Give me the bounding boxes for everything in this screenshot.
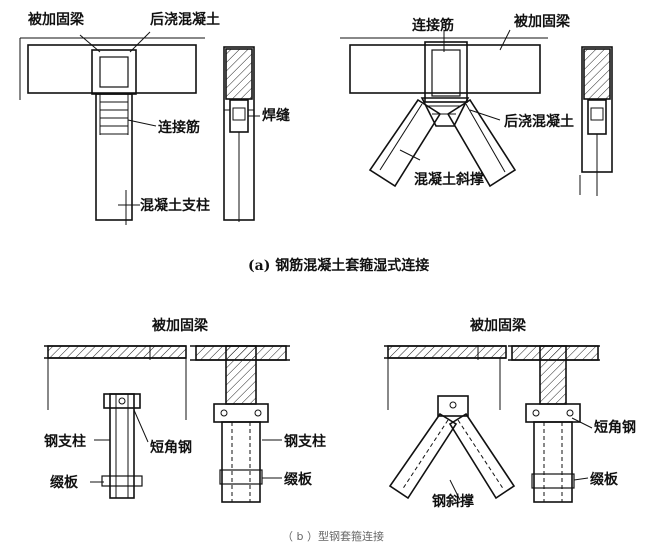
label-reinforced-beam-a1: 被加固梁 [28, 11, 85, 28]
label-short-angle-b1: 短角钢 [150, 439, 192, 456]
angle-cap-b1 [213, 403, 269, 423]
angle-cap-b2 [525, 403, 581, 423]
caption-a: (a) 钢筋混凝土套箍湿式连接 [248, 257, 429, 274]
label-batten-plate-b2: 缀板 [590, 471, 619, 488]
panel-b1 [44, 345, 290, 503]
label-weld-a1: 焊缝 [262, 107, 290, 124]
label-reinforced-beam-b1: 被加固梁 [152, 317, 209, 334]
steel-column-side-b1 [221, 421, 261, 503]
label-reinforced-beam-b2: 被加固梁 [470, 317, 527, 334]
label-steel-column-b1: 钢支柱 [44, 433, 86, 450]
brace-right-a2 [446, 98, 517, 188]
concrete-core-b1 [225, 345, 257, 405]
steel-brace-left-b2 [388, 412, 458, 500]
panel-b2 [384, 345, 600, 503]
label-concrete-brace-a2: 混凝土斜撑 [414, 171, 484, 188]
beam-a1 [27, 44, 197, 94]
label-connecting-bar-a1: 连接筋 [158, 119, 200, 136]
concrete-core-b2 [539, 345, 567, 405]
brace-left-a2 [368, 98, 442, 188]
label-short-angle-b2: 短角钢 [594, 419, 636, 436]
label-concrete-column-a1: 混凝土支柱 [140, 197, 210, 214]
steel-brace-right-b2 [448, 412, 516, 500]
panel-a1 [19, 31, 260, 225]
steel-column-b1 [109, 393, 135, 499]
label-post-poured-concrete-a2: 后浇混凝土 [504, 113, 574, 130]
slab-b1 [47, 345, 187, 359]
stirrups-a1 [100, 101, 128, 135]
label-batten-plate-b1-side: 缀板 [284, 471, 313, 488]
post-poured-block-a2 [424, 41, 468, 103]
short-angle-b1 [103, 393, 141, 409]
column-a1 [95, 93, 133, 221]
batten-plate-b1 [101, 475, 143, 487]
label-reinforced-beam-a2: 被加固梁 [514, 13, 571, 30]
panel-a2 [340, 29, 613, 196]
beam-a2 [349, 44, 541, 94]
label-batten-plate-b1: 缀板 [50, 474, 79, 491]
slab-b2 [387, 345, 507, 359]
brace-joint-a2 [420, 97, 470, 127]
label-steel-brace-b2: 钢斜撑 [432, 493, 474, 510]
label-post-poured-concrete-a1: 后浇混凝土 [150, 11, 220, 28]
short-angle-b2 [437, 395, 469, 417]
label-connecting-bar-a2: 连接筋 [412, 17, 454, 34]
steel-column-side-b2 [533, 421, 573, 503]
label-steel-column-b1-side: 钢支柱 [284, 433, 326, 450]
caption-b: （ b ）型钢套箍连接 [282, 529, 384, 543]
